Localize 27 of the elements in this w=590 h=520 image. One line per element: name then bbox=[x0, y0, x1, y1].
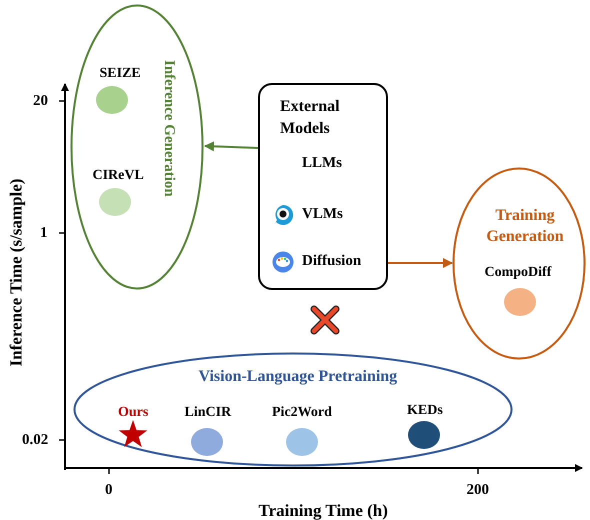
arrow bbox=[204, 141, 258, 152]
group-title: Training Generation bbox=[485, 206, 565, 247]
models-panel bbox=[258, 83, 388, 290]
model-label: LLMs bbox=[302, 155, 342, 172]
group-title: Inference Generation bbox=[160, 60, 177, 197]
tick-label: 0 bbox=[105, 482, 112, 498]
group-title: External Models bbox=[280, 97, 341, 139]
model-label: VLMs bbox=[302, 206, 343, 223]
group-ellipse bbox=[73, 352, 513, 467]
method-label: CompoDiff bbox=[484, 264, 552, 280]
group-ellipse bbox=[70, 4, 204, 290]
tick-label: 1 bbox=[40, 224, 48, 242]
method-label: LinCIR bbox=[184, 404, 232, 420]
tick-label: 200 bbox=[466, 482, 489, 498]
method-label: CIReVL bbox=[92, 166, 144, 184]
model-label: Diffusion bbox=[302, 253, 362, 270]
arrow bbox=[388, 258, 453, 268]
method-label: KEDs bbox=[407, 402, 443, 418]
group-title: Vision-Language Pretraining bbox=[198, 368, 398, 385]
tick-label: 0.02 bbox=[22, 432, 48, 448]
method-label: Ours bbox=[118, 404, 148, 420]
method-label: SEIZE bbox=[100, 64, 141, 82]
group-ellipse bbox=[452, 167, 586, 360]
axis-title: Training Time (h) bbox=[258, 502, 388, 518]
method-label: Pic2Word bbox=[272, 404, 332, 420]
axis-title: Inference Time (s/sample) bbox=[7, 178, 24, 366]
tick-label: 20 bbox=[33, 92, 48, 110]
